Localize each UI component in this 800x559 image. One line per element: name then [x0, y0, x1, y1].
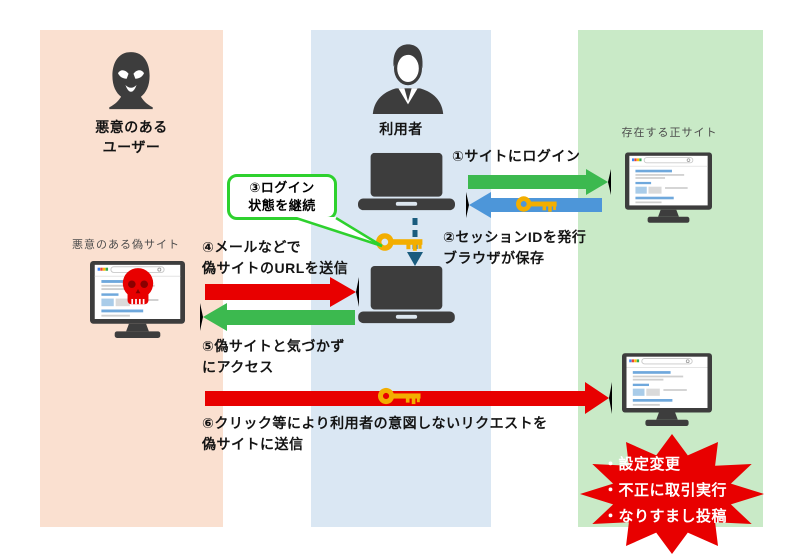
businessman-user-icon	[368, 38, 448, 118]
damage-list: ・設定変更 ・不正に取引実行 ・なりすまし投稿	[603, 452, 727, 530]
fake-url-arrow-head	[330, 277, 359, 307]
legit-site-monitor-icon	[625, 148, 712, 228]
forged-request-key-icon	[378, 384, 422, 408]
fake-site-label: 悪意のある偽サイト	[72, 239, 180, 251]
login-arrow-head	[586, 169, 611, 195]
balaclava-attacker-icon	[100, 42, 162, 118]
user-label: 利用者	[379, 121, 423, 137]
user-laptop-icon	[358, 152, 455, 214]
fake-url-arrow	[205, 284, 330, 300]
step4-label: ④メールなどで 偽サイトのURLを送信	[202, 239, 349, 276]
skull-icon	[119, 266, 157, 312]
session-arrow-head	[466, 192, 491, 218]
target-site-monitor-icon	[622, 350, 712, 430]
damage-item: ・なりすまし投稿	[603, 508, 728, 525]
access-arrow	[224, 310, 355, 325]
step6-label: ⑥クリック等により利用者の意図しないリクエストを 偽サイトに送信	[202, 415, 548, 452]
step2-label: ②セッションIDを発行 ブラウザが保存	[443, 229, 587, 266]
step3-bubble: ③ログイン 状態を継続	[227, 174, 337, 220]
session-key-icon	[516, 193, 558, 215]
damage-burst-icon	[580, 434, 764, 554]
step5-label: ⑤偽サイトと気づかず にアクセス	[202, 338, 345, 375]
step3-bubble-tail	[295, 217, 383, 248]
login-arrow	[468, 175, 586, 189]
attacker-label: 悪意のある ユーザー	[95, 119, 168, 155]
user-laptop-icon-2	[358, 266, 455, 326]
damage-item: ・不正に取引実行	[603, 482, 728, 499]
access-arrow-head	[200, 303, 227, 331]
step1-label: ①サイトにログイン	[452, 148, 581, 164]
forged-request-arrow-head	[585, 382, 612, 414]
damage-item: ・設定変更	[603, 456, 681, 473]
legit-site-label: 存在する正サイト	[621, 127, 718, 139]
